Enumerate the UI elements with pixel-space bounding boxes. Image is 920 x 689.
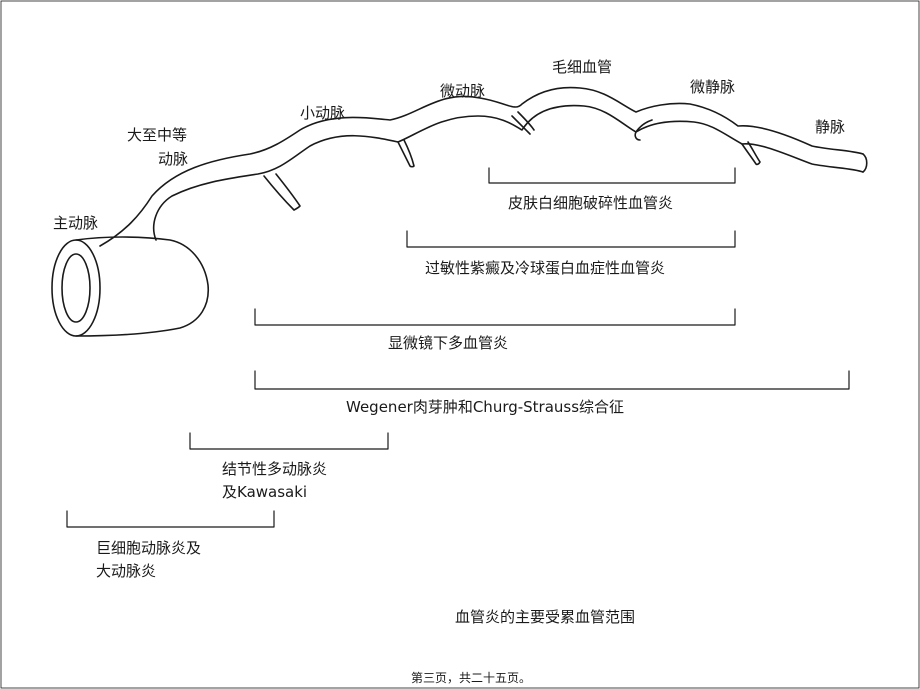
label-microartery: 微动脉 xyxy=(440,82,485,100)
label-pan-2: 及Kawasaki xyxy=(222,483,307,501)
label-microvein: 微静脉 xyxy=(690,78,735,96)
branch-stub-vein xyxy=(741,141,761,166)
page-footer: 第三页，共二十五页。 xyxy=(411,671,531,685)
bracket-hsp-cryo xyxy=(406,230,736,248)
label-large-medium-artery-1: 大至中等 xyxy=(127,126,187,144)
bracket-microscopic xyxy=(254,308,736,326)
vein-end-cap xyxy=(862,153,868,173)
vessel-lower-outline xyxy=(152,104,864,241)
branch-stub-microartery xyxy=(397,139,415,168)
label-pan-1: 结节性多动脉炎 xyxy=(222,460,327,478)
branch-stub-capillary xyxy=(511,111,535,135)
label-arteriole: 小动脉 xyxy=(300,104,345,122)
branch-stub-arteriole xyxy=(263,173,301,211)
label-capillary: 毛细血管 xyxy=(552,58,612,76)
bracket-giant-cell xyxy=(66,510,275,528)
label-aorta: 主动脉 xyxy=(53,214,98,232)
label-vein: 静脉 xyxy=(815,118,845,136)
label-hsp-cryo: 过敏性紫癜及冷球蛋白血症性血管炎 xyxy=(425,259,665,277)
figure-caption: 血管炎的主要受累血管范围 xyxy=(455,608,635,626)
bracket-pan xyxy=(189,432,389,450)
vessel-upper-outline xyxy=(99,86,864,247)
aorta-cylinder xyxy=(51,236,209,337)
bracket-wegener xyxy=(254,370,850,390)
label-giant-cell-1: 巨细胞动脉炎及 xyxy=(96,539,201,557)
label-leukocytoclastic: 皮肤白细胞破碎性血管炎 xyxy=(508,194,673,212)
label-giant-cell-2: 大动脉炎 xyxy=(96,562,156,580)
bracket-leukocytoclastic xyxy=(488,167,736,184)
label-large-medium-artery-2: 动脉 xyxy=(158,150,188,168)
branch-stub-microvein xyxy=(634,119,653,141)
label-wegener: Wegener肉芽肿和Churg-Strauss综合征 xyxy=(346,398,624,416)
label-microscopic: 显微镜下多血管炎 xyxy=(388,334,508,352)
